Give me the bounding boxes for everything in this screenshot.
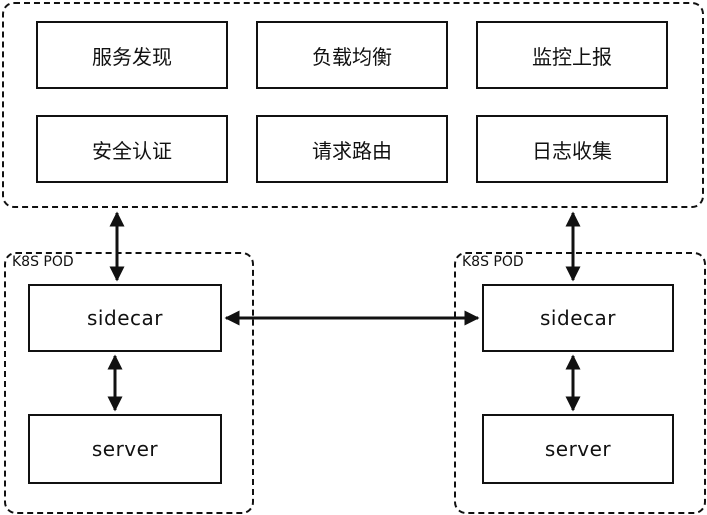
capability-log-collection: 日志收集 [476, 115, 668, 183]
server-left: server [28, 414, 222, 484]
capability-load-balancing: 负载均衡 [256, 21, 448, 89]
pod-label-right: K8S POD [462, 254, 524, 270]
sidecar-right: sidecar [482, 284, 674, 352]
server-right: server [482, 414, 674, 484]
capability-monitoring-report: 监控上报 [476, 21, 668, 89]
capability-service-discovery: 服务发现 [36, 21, 228, 89]
sidecar-left: sidecar [28, 284, 222, 352]
control-plane-container [2, 2, 704, 208]
capability-security-auth: 安全认证 [36, 115, 228, 183]
pod-label-left: K8S POD [12, 254, 74, 270]
capability-request-routing: 请求路由 [256, 115, 448, 183]
k8s-pod-left [4, 252, 254, 514]
